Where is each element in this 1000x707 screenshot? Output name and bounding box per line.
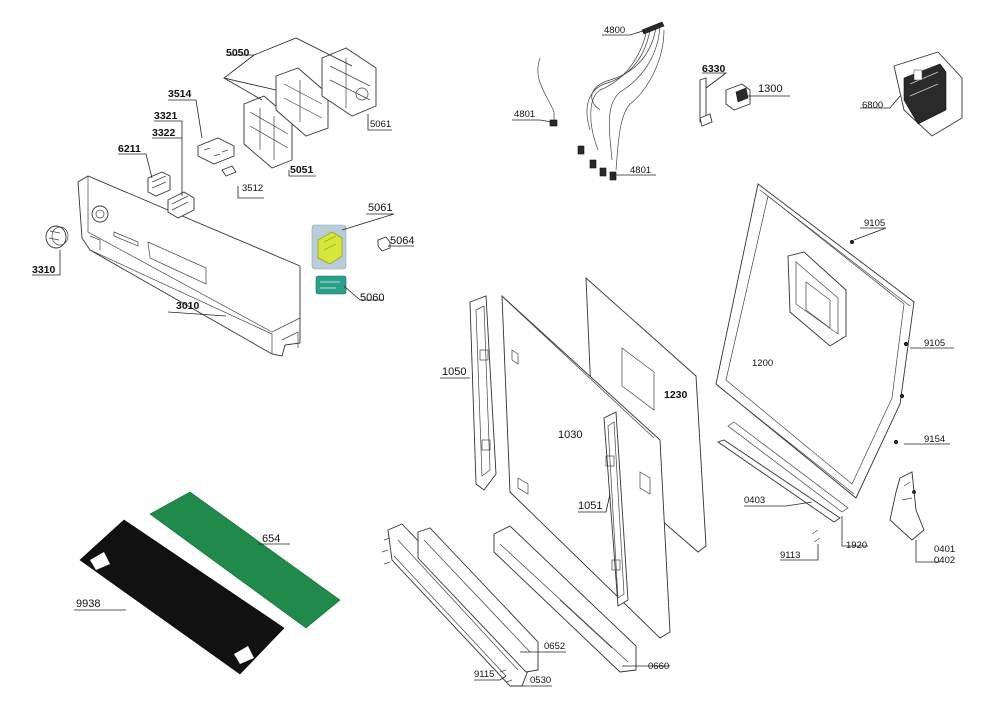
- hinge-0401-0402: [889, 471, 925, 541]
- green-cover-654: [149, 491, 341, 629]
- label-1300: 1300: [758, 83, 782, 95]
- label-0652: 0652: [544, 641, 565, 652]
- label-5061-b: 5061: [368, 202, 392, 214]
- control-module-5061-housing: [321, 47, 377, 117]
- label-4801-a: 4801: [514, 109, 535, 120]
- yellow-module-5061: [311, 224, 347, 270]
- label-6800: 6800: [862, 100, 883, 111]
- label-4801-b: 4801: [630, 165, 651, 176]
- label-9105-b: 9105: [924, 338, 945, 349]
- lock-1300: [725, 83, 751, 111]
- frame-0660: [493, 525, 637, 673]
- bracket-1050: [469, 295, 497, 491]
- label-9113: 9113: [780, 550, 800, 561]
- leader-lines-bottom: [474, 651, 670, 687]
- label-6330: 6330: [702, 63, 726, 75]
- door-outer-1200: [715, 183, 915, 499]
- strip-0403: [717, 421, 849, 523]
- label-3322: 3322: [152, 127, 176, 139]
- label-5060: 5060: [360, 292, 384, 304]
- connector-5064: [377, 236, 391, 252]
- clip-3512: [221, 165, 237, 177]
- label-1030: 1030: [558, 429, 582, 441]
- label-3321: 3321: [154, 110, 178, 122]
- label-0660: 0660: [648, 661, 669, 672]
- label-0403: 0403: [744, 495, 765, 506]
- label-3310: 3310: [32, 264, 56, 276]
- leader-lines-covers: [74, 543, 290, 611]
- screws-9105: [849, 239, 909, 445]
- label-5051: 5051: [290, 164, 314, 176]
- bracket-1051: [603, 411, 629, 607]
- label-1200: 1200: [752, 358, 773, 369]
- label-3010: 3010: [176, 300, 200, 312]
- screws-9115: [381, 537, 513, 683]
- label-1050: 1050: [442, 366, 466, 378]
- label-4800: 4800: [604, 25, 625, 36]
- leader-lines-panels: [440, 377, 611, 513]
- frame-0652: [417, 527, 539, 673]
- label-1230: 1230: [664, 389, 688, 401]
- label-0402: 0402: [934, 555, 955, 566]
- knob-3310: [45, 225, 69, 249]
- label-9115: 9115: [474, 669, 494, 680]
- switch-6211: [147, 171, 171, 197]
- leader-lines-wiring: [512, 29, 656, 176]
- dispenser-6800: [893, 51, 963, 137]
- clip-6330: [699, 77, 713, 127]
- circuit-board-5060: [315, 275, 347, 295]
- label-654: 654: [262, 533, 280, 545]
- label-5064: 5064: [390, 235, 414, 247]
- rocker-strip-3514: [197, 137, 235, 165]
- label-9154: 9154: [924, 434, 945, 445]
- black-cover-9938: [79, 519, 285, 675]
- label-1051: 1051: [578, 500, 602, 512]
- label-3514: 3514: [168, 88, 192, 100]
- screws-9113: [811, 529, 821, 543]
- panel-1030: [501, 294, 671, 639]
- label-6211: 6211: [118, 143, 141, 155]
- label-9938: 9938: [76, 598, 100, 610]
- leader-lines-door: [853, 227, 954, 445]
- label-5050: 5050: [226, 47, 250, 59]
- leader-lines-right-top: [702, 72, 901, 109]
- label-0401: 0401: [934, 544, 955, 555]
- label-3512: 3512: [242, 183, 263, 194]
- button-block-3321: [167, 191, 195, 219]
- control-module-5050: [275, 67, 329, 137]
- label-9105-a: 9105: [864, 218, 885, 229]
- wiring-harness: [537, 21, 665, 181]
- control-panel-group: [45, 47, 391, 357]
- label-1920: 1920: [846, 540, 867, 551]
- control-panel-fascia: [77, 175, 301, 357]
- part-labels: 5050 5061 5051 3514 3321 3322 6211 3512 …: [32, 25, 955, 686]
- leader-lines-left: [32, 37, 414, 317]
- label-0530: 0530: [530, 675, 551, 686]
- label-5061-a: 5061: [370, 119, 391, 130]
